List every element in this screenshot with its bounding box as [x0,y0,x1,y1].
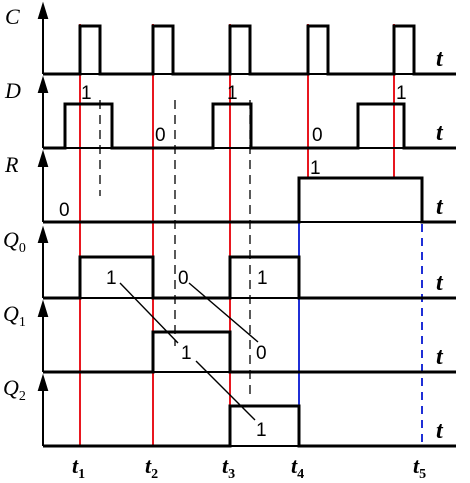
d-value-0-a: 0 [155,125,166,146]
q1-axis-t-label: t [436,344,444,370]
q0-axis-t-label: t [436,270,444,296]
q0-value-1-a: 1 [106,268,117,289]
d-value-1-a: 1 [81,83,92,104]
d-axis-t-label: t [436,120,444,146]
value-annotations: 1 0 1 0 1 0 1 1 0 1 1 0 1 [59,83,407,441]
c-axis-t-label: t [436,46,444,72]
r-y-axis-arrow [37,149,49,167]
time-marker-lines [79,24,423,446]
q1-value-0: 0 [256,343,267,364]
q1-trace [43,330,456,374]
r-trace [43,176,456,224]
time-label-t4: t4 [291,453,304,482]
d-y-axis-arrow [37,75,49,93]
row-label-c: C [5,4,20,29]
q0-trace [43,255,456,300]
q0-y-axis-arrow [37,225,49,243]
q0-value-0: 0 [178,268,189,289]
c-y-axis-arrow [37,1,49,19]
d-value-0-b: 0 [312,125,323,146]
q0-value-1-b: 1 [257,268,268,289]
time-label-t5: t5 [413,453,426,482]
dashed-guides [99,100,251,398]
time-label-t2: t2 [145,453,158,482]
r-value-0: 0 [59,200,70,221]
leader-1b [195,360,256,421]
r-axis-t-label: t [436,194,444,220]
signal-traces [43,24,456,448]
row-label-r: R [4,152,19,177]
q1-value-1: 1 [181,343,192,364]
q1-y-axis-arrow [37,299,49,317]
q2-value-1: 1 [256,420,267,441]
propagation-leaders [119,282,259,421]
r-value-1: 1 [310,158,321,179]
q2-trace [43,404,456,448]
time-label-t1: t1 [72,453,85,482]
axis-t-labels: t t t t t t [436,46,444,444]
q2-y-axis-arrow [37,373,49,391]
leader-1a [119,282,179,344]
row-label-q2: Q2 [3,375,26,404]
q2-axis-t-label: t [436,418,444,444]
time-marker-labels: t1 t2 t3 t4 t5 [72,453,426,482]
leader-0 [188,282,259,343]
d-trace [43,102,456,150]
row-labels: C D R Q0 Q1 Q2 [3,4,26,404]
c-trace [43,24,456,76]
row-label-q0: Q0 [3,227,26,256]
time-label-t3: t3 [222,453,235,482]
row-label-q1: Q1 [3,301,26,330]
row-label-d: D [4,78,21,103]
d-value-1-c: 1 [396,83,407,104]
d-value-1-b: 1 [227,83,238,104]
